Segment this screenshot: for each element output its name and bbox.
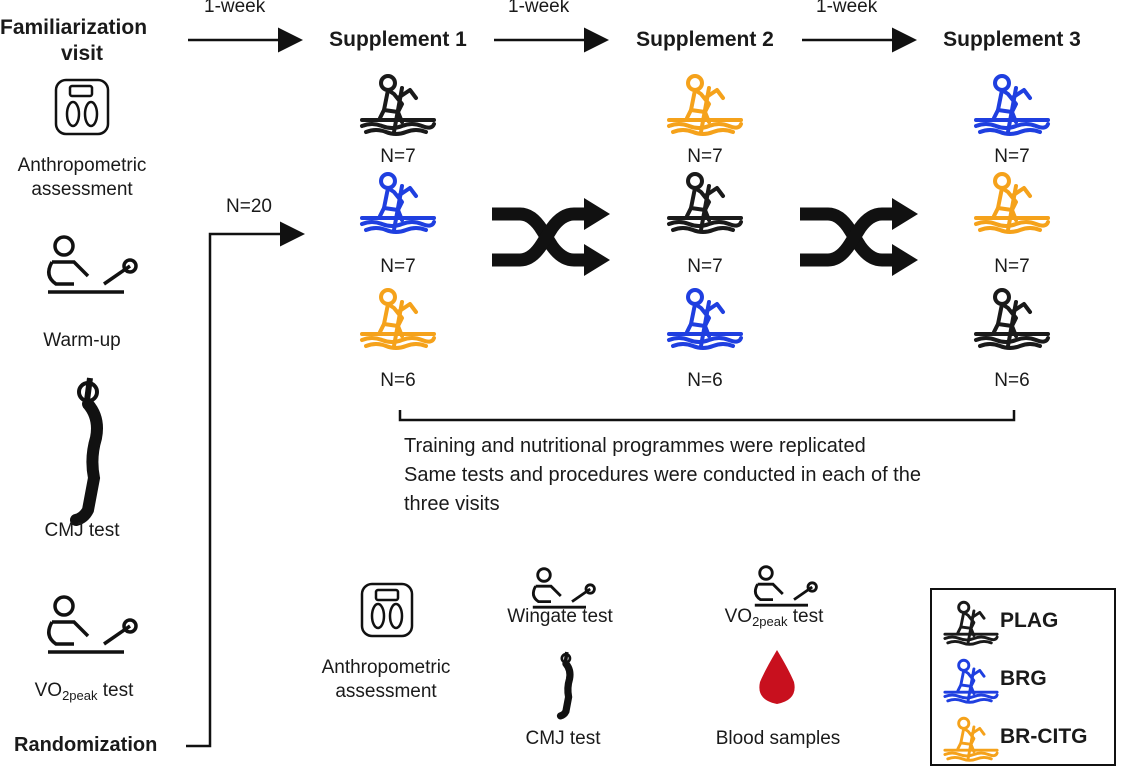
week-label: 1-week: [508, 0, 570, 17]
group-n-label: N=7: [687, 256, 723, 277]
supplement-2-title: Supplement 2: [636, 28, 774, 51]
rower-icon: [665, 168, 745, 245]
blood-drop-icon: [759, 650, 795, 704]
week-label: 1-week: [204, 0, 266, 17]
visit-cmj-label: CMJ test: [525, 728, 601, 749]
warmup-label: Warm-up: [43, 330, 121, 351]
group-n-label: N=6: [994, 370, 1030, 391]
scale-icon: [54, 78, 110, 136]
legend-item-brg: BRG: [932, 650, 1114, 706]
notes-text: Training and nutritional programmes were…: [404, 435, 921, 515]
familiarization-title-line2: visit: [60, 42, 104, 65]
legend-item-plag: PLAG: [932, 592, 1114, 648]
n-total: N=20: [226, 196, 272, 217]
rower-icon: [972, 284, 1052, 361]
group-n-label: N=6: [687, 370, 723, 391]
rower-icon: [358, 168, 438, 245]
supplement-1-title: Supplement 1: [329, 28, 467, 51]
group-n-label: N=7: [380, 146, 416, 167]
visit-vo2-label: VO2peak test: [724, 606, 824, 629]
rower-icon: [358, 284, 438, 361]
week-label: 1-week: [816, 0, 878, 17]
anthropometric-label: Anthropometric assessment: [17, 155, 147, 200]
randomization-connector: [186, 221, 305, 748]
group-n-label: N=7: [687, 146, 723, 167]
supplement-3-title: Supplement 3: [943, 28, 1081, 51]
shuffle-icon: [800, 198, 918, 276]
rowing-machine-icon: [753, 565, 818, 607]
wingate-label: Wingate test: [507, 606, 613, 627]
shuffle-icon: [492, 198, 610, 276]
rower-icon: [665, 284, 745, 361]
rower-icon: [665, 70, 745, 147]
visit-anthropometric-label: Anthropometric assessment: [321, 657, 451, 702]
rowing-machine-icon: [531, 567, 596, 609]
legend-item-br-citg: BR-CITG: [932, 708, 1114, 764]
rowing-machine-icon: [47, 595, 138, 654]
rower-icon: [972, 70, 1052, 147]
randomization-label: Randomization: [14, 734, 158, 756]
group-n-label: N=7: [380, 256, 416, 277]
rower-icon: [972, 168, 1052, 245]
visits-bracket: [398, 410, 1016, 422]
blood-samples-label: Blood samples: [715, 728, 841, 749]
group-n-label: N=7: [994, 146, 1030, 167]
familiarization-title: Familiarization: [0, 16, 148, 39]
group-n-label: N=6: [380, 370, 416, 391]
jumping-person-icon: [70, 377, 103, 526]
rowing-machine-icon: [47, 235, 138, 294]
cmj-label: CMJ test: [44, 520, 120, 541]
group-n-label: N=7: [994, 256, 1030, 277]
jumping-person-icon: [556, 651, 574, 720]
rower-icon: [358, 70, 438, 147]
scale-icon: [360, 582, 414, 638]
legend: PLAG BRG BR-CITG: [930, 588, 1116, 766]
vo2-label: VO2peak test: [34, 680, 134, 703]
